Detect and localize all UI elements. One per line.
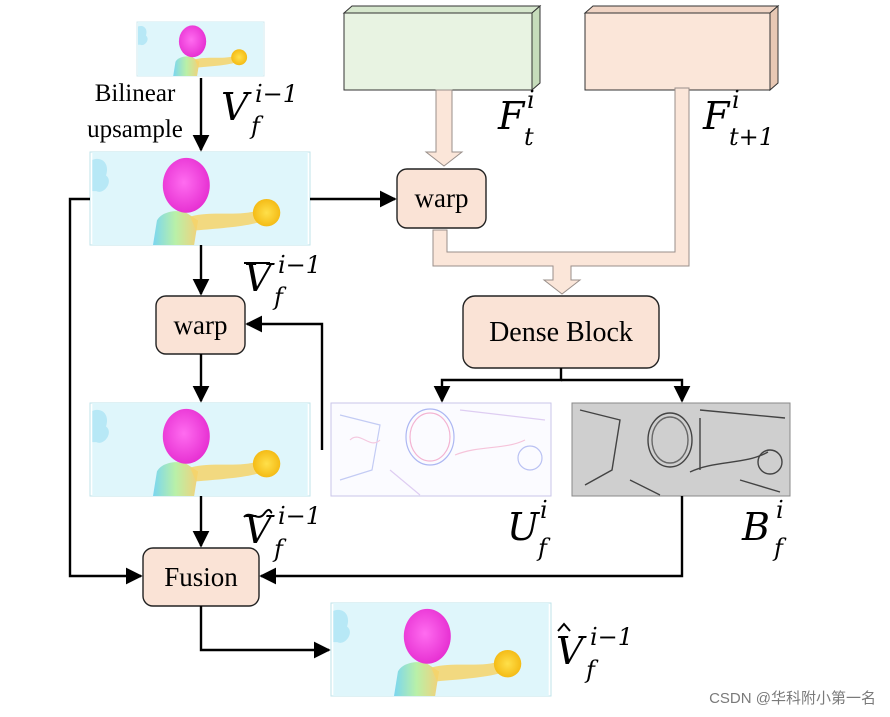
- svg-text:t+1: t+1: [729, 123, 774, 151]
- dense-block-box: Dense Block: [462, 295, 660, 369]
- svg-text:i−1: i−1: [278, 251, 321, 279]
- uncertainty-map-u: [330, 402, 552, 497]
- label-f-t1: F t+1 i: [702, 86, 774, 151]
- svg-text:V: V: [244, 508, 275, 552]
- fusion-box: Fusion: [142, 547, 260, 607]
- arrow-dense-to-u: [433, 368, 563, 403]
- svg-text:F: F: [702, 94, 731, 138]
- svg-text:i: i: [527, 86, 535, 114]
- arrow-vbar-to-fusion: [68, 197, 143, 585]
- svg-text:i−1: i−1: [278, 502, 321, 530]
- label-f-t: F t i: [497, 86, 535, 151]
- feature-block-f-t: [342, 4, 542, 92]
- label-u-f: U f i: [507, 496, 551, 562]
- feature-block-f-t1: [583, 4, 780, 92]
- boundary-map-b: [571, 402, 791, 497]
- label-v-hat: V f i−1: [556, 622, 633, 684]
- svg-text:V: V: [221, 85, 252, 129]
- arrow-dense-to-b: [561, 378, 691, 403]
- svg-text:U: U: [507, 505, 541, 549]
- warp-box-left: warp: [155, 295, 246, 355]
- warp-box-left-label: warp: [174, 310, 228, 340]
- flow-image-v-hat: [330, 602, 552, 697]
- svg-text:F: F: [497, 94, 526, 138]
- svg-text:i−1: i−1: [590, 623, 633, 651]
- svg-text:f: f: [272, 283, 287, 311]
- dense-block-label: Dense Block: [489, 317, 633, 348]
- svg-text:i: i: [540, 496, 548, 524]
- flow-image-v-tilde: [89, 402, 311, 497]
- svg-text:i: i: [776, 496, 784, 524]
- label-b-f: B f i: [741, 496, 787, 562]
- tilde-accent: [243, 508, 273, 518]
- arrows: [68, 78, 691, 659]
- svg-text:f: f: [249, 112, 264, 140]
- label-v-bar: V f i−1: [244, 251, 321, 311]
- svg-text:f: f: [584, 656, 599, 684]
- label-v-prev: V f i−1: [221, 80, 298, 140]
- arrow-fusion-to-vhat: [199, 606, 331, 659]
- svg-text:V: V: [556, 629, 587, 673]
- warp-box-top-label: warp: [415, 183, 469, 213]
- bilinear-label-line1: Bilinear: [95, 80, 176, 107]
- svg-text:i−1: i−1: [255, 80, 298, 108]
- arrow-b-to-fusion: [259, 496, 684, 585]
- svg-text:f: f: [272, 535, 287, 563]
- warp-box-top: warp: [396, 168, 487, 229]
- flow-image-v-bar: [89, 151, 311, 246]
- svg-text:V: V: [244, 256, 275, 300]
- svg-text:i: i: [732, 86, 740, 114]
- bilinear-label-line2: upsample: [87, 116, 183, 143]
- watermark: CSDN @华科附小第一名: [709, 689, 876, 707]
- arrow-u-to-warp: [245, 315, 324, 450]
- hat-accent: [557, 622, 571, 632]
- svg-text:t: t: [524, 123, 534, 151]
- svg-text:f: f: [536, 534, 551, 562]
- pipe-merge-to-dense-block: [432, 87, 690, 295]
- svg-text:B: B: [741, 505, 770, 549]
- pipe-f-t-to-warp: [424, 89, 464, 167]
- svg-text:f: f: [772, 534, 787, 562]
- flow-image-v-prev: [136, 21, 265, 77]
- fusion-label: Fusion: [164, 562, 238, 592]
